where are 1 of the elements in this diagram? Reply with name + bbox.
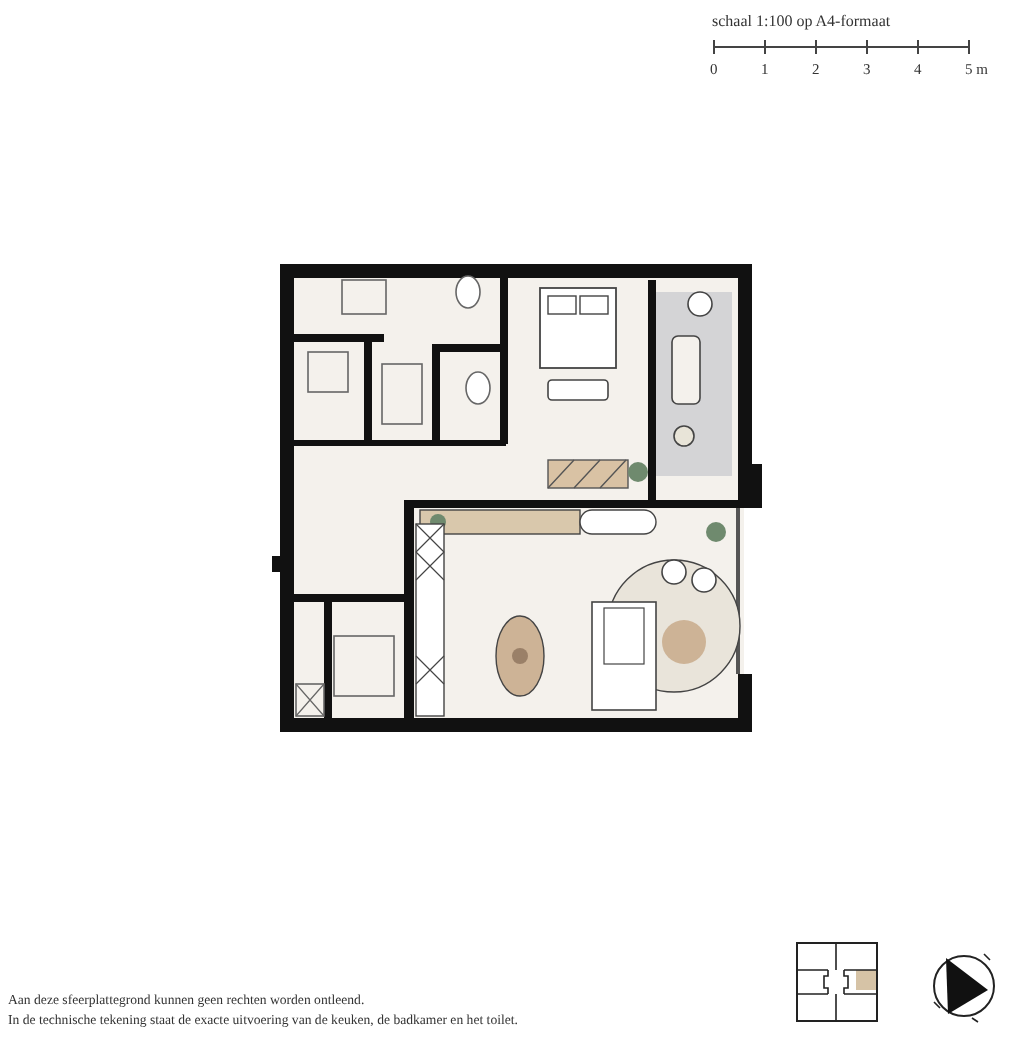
- scale-caption: schaal 1:100 op A4-formaat: [712, 12, 891, 30]
